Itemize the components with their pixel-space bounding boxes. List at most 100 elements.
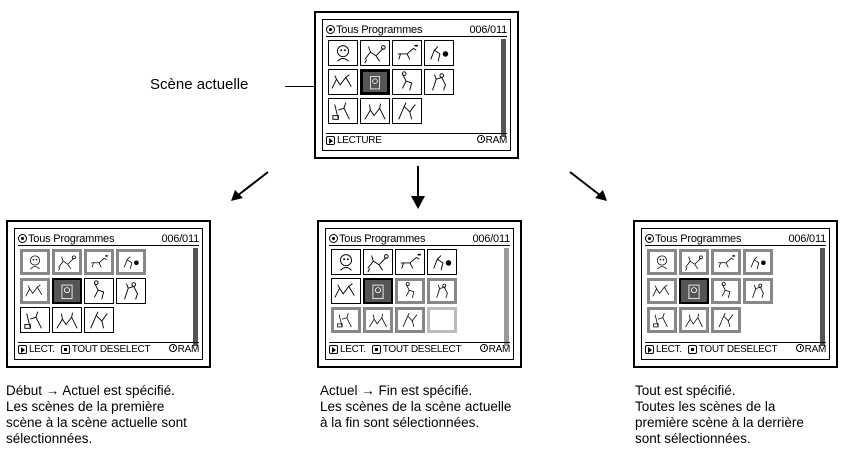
- scene-thumbnail[interactable]: [427, 278, 457, 304]
- scene-thumbnail[interactable]: [363, 307, 393, 333]
- caption-line: Toutes les scènes de la: [635, 399, 776, 414]
- scene-sketch-icon: [90, 311, 108, 329]
- stop-icon: [60, 345, 70, 354]
- scene-thumbnail[interactable]: [392, 69, 422, 95]
- scene-thumbnail[interactable]: [84, 278, 114, 304]
- scene-thumbnail[interactable]: [395, 278, 425, 304]
- scene-sketch-icon: [718, 255, 736, 268]
- scene-thumbnail[interactable]: [363, 278, 393, 304]
- screen-title: Tous Programmes: [339, 232, 426, 245]
- title-row: Tous Programmes 006/011: [326, 23, 507, 37]
- play-icon: [326, 136, 335, 145]
- scene-sketch-icon: [337, 312, 352, 328]
- caption-line: scène à la scène actuelle sont: [6, 415, 187, 430]
- scene-thumbnail[interactable]: [647, 278, 677, 304]
- scene-thumbnail[interactable]: [424, 98, 454, 124]
- lect-label[interactable]: LECT.: [340, 344, 366, 355]
- scene-thumbnail[interactable]: [331, 278, 361, 304]
- leader-line: [285, 86, 323, 87]
- stop-icon: [687, 345, 697, 354]
- scene-thumbnail[interactable]: [84, 249, 114, 275]
- scene-thumbnail[interactable]: [711, 278, 741, 304]
- scene-thumbnail[interactable]: [84, 307, 114, 333]
- scene-thumbnail[interactable]: [711, 307, 741, 333]
- scene-sketch-icon: [56, 312, 78, 329]
- scene-thumbnail[interactable]: [331, 249, 361, 275]
- scene-thumbnail[interactable]: [20, 278, 50, 304]
- scene-thumbnail[interactable]: [679, 278, 709, 304]
- scene-sketch-icon: [332, 102, 350, 120]
- scene-thumbnail[interactable]: [647, 249, 677, 275]
- scrollbar[interactable]: [504, 248, 509, 346]
- scene-thumbnail[interactable]: [427, 249, 457, 275]
- scene-thumbnail[interactable]: [424, 69, 454, 95]
- scene-thumbnail[interactable]: [116, 249, 146, 275]
- scene-thumbnail[interactable]: [20, 249, 50, 275]
- scene-thumbnail[interactable]: [679, 307, 709, 333]
- scene-sketch-icon: [721, 282, 731, 299]
- caption-line: sont sélectionnées.: [635, 431, 751, 446]
- scene-sketch-icon: [401, 71, 413, 91]
- scene-sketch-icon: [657, 255, 667, 270]
- disc-icon: [18, 234, 27, 243]
- scene-thumbnail[interactable]: [52, 249, 82, 275]
- scene-sketch-icon: [25, 284, 43, 297]
- scene-thumbnail[interactable]: [360, 69, 390, 95]
- scene-thumbnail[interactable]: [427, 307, 457, 333]
- scene-thumbnail[interactable]: [116, 278, 146, 304]
- scene-thumbnail[interactable]: [743, 278, 773, 304]
- scene-thumbnail[interactable]: [647, 307, 677, 333]
- screen-right: Tous Programmes 006/011 LECT.TOUT DESELE…: [633, 220, 838, 368]
- scene-sketch-icon: [24, 311, 42, 329]
- ram-label: RAM: [485, 135, 508, 146]
- scene-thumbnail[interactable]: [711, 249, 741, 275]
- scene-counter: 006/011: [472, 232, 510, 245]
- scene-sketch-icon: [334, 283, 355, 298]
- scene-thumbnail[interactable]: [679, 249, 709, 275]
- disc-icon: [326, 25, 335, 34]
- scene-sketch-icon: [397, 44, 419, 60]
- scene-thumbnail[interactable]: [360, 40, 390, 66]
- scene-thumbnail[interactable]: [20, 307, 50, 333]
- lect-label[interactable]: LECT.: [29, 344, 55, 355]
- stop-icon: [371, 345, 381, 354]
- scene-thumbnail[interactable]: [424, 40, 454, 66]
- scene-sketch-icon: [436, 283, 448, 299]
- scene-thumbnail[interactable]: [392, 98, 422, 124]
- current-scene-label: Scène actuelle: [150, 76, 249, 93]
- lecture-label[interactable]: LECTURE: [337, 135, 382, 146]
- scene-thumbnail[interactable]: [743, 249, 773, 275]
- scene-sketch-icon: [718, 312, 734, 328]
- scene-sketch-icon: [91, 255, 109, 268]
- scene-sketch-icon: [750, 256, 766, 270]
- scene-thumbnail[interactable]: [328, 40, 358, 66]
- scrollbar[interactable]: [193, 248, 198, 346]
- deselect-label[interactable]: TOUT DESELECT: [382, 344, 462, 355]
- scene-thumbnail[interactable]: [360, 98, 390, 124]
- scene-thumbnail[interactable]: [392, 40, 422, 66]
- play-icon: [18, 345, 27, 354]
- scene-thumbnail[interactable]: [328, 98, 358, 124]
- scrollbar[interactable]: [501, 39, 506, 137]
- caption-line: à la fin sont sélectionnées.: [320, 415, 480, 430]
- scene-counter: 006/011: [469, 23, 507, 36]
- scene-sketch-icon: [337, 45, 349, 62]
- scene-thumbnail[interactable]: [363, 249, 393, 275]
- scene-sketch-icon: [93, 280, 105, 300]
- scene-thumbnail[interactable]: [395, 307, 425, 333]
- scene-sketch-icon: [398, 102, 416, 120]
- scene-thumbnail[interactable]: [331, 307, 361, 333]
- scene-thumbnail[interactable]: [52, 307, 82, 333]
- deselect-label[interactable]: TOUT DESELECT: [71, 344, 151, 355]
- caption-line: Actuel → Fin est spécifié.: [320, 383, 473, 398]
- scene-thumbnail[interactable]: [743, 307, 773, 333]
- scene-thumbnail[interactable]: [395, 249, 425, 275]
- scene-sketch-icon: [364, 103, 386, 120]
- scene-thumbnail[interactable]: [116, 307, 146, 333]
- scrollbar[interactable]: [820, 248, 825, 346]
- scene-thumbnail[interactable]: [328, 69, 358, 95]
- deselect-label[interactable]: TOUT DESELECT: [698, 344, 778, 355]
- ram-icon: [479, 344, 488, 352]
- scene-thumbnail[interactable]: [52, 278, 82, 304]
- lect-label[interactable]: LECT.: [656, 344, 682, 355]
